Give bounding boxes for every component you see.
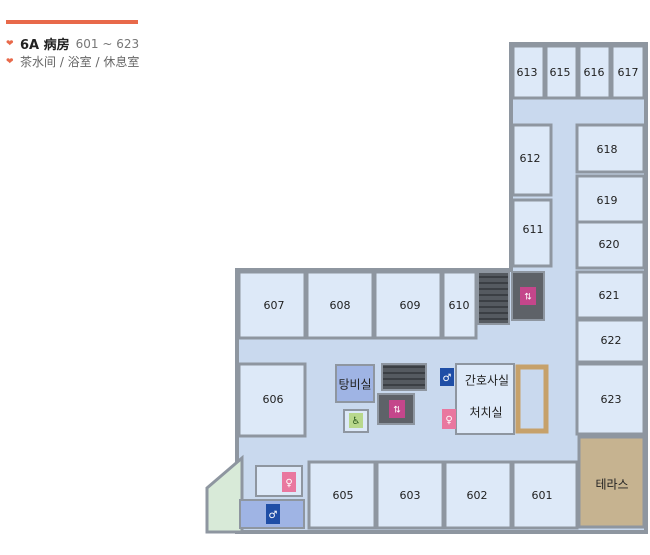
heart-icon: ❤: [6, 38, 14, 49]
svg-text:♂: ♂: [443, 373, 452, 384]
terrace-label: 테라스: [595, 478, 628, 492]
room-613[interactable]: [511, 44, 546, 100]
ward-name: 6A 病房: [20, 38, 70, 53]
nurse-station-label: 간호사실: [465, 374, 509, 388]
room-616[interactable]: [577, 44, 612, 100]
room-610[interactable]: [441, 270, 478, 340]
female-icon: ♀: [285, 478, 292, 489]
room-label-618: 618: [597, 143, 618, 156]
room-label-613: 613: [517, 66, 538, 79]
room-label-603: 603: [400, 489, 421, 502]
room-label-620: 620: [599, 238, 620, 251]
room-606[interactable]: [237, 362, 307, 438]
wheelchair-icon: ♿: [352, 416, 361, 427]
svg-text:♀: ♀: [445, 415, 452, 426]
room-609[interactable]: [373, 270, 443, 340]
room-611[interactable]: [511, 198, 553, 268]
room-label-617: 617: [618, 66, 639, 79]
legend-accent-bar: [6, 20, 138, 24]
svg-text:⇅: ⇅: [524, 293, 532, 303]
room-615[interactable]: [544, 44, 579, 100]
room-label-609: 609: [400, 299, 421, 312]
ward-range: 601 ~ 623: [75, 36, 140, 51]
restroom-women-icon: [442, 409, 456, 429]
room-label-606: 606: [263, 393, 284, 406]
room-618[interactable]: [575, 123, 646, 174]
room-605[interactable]: [307, 460, 377, 530]
room-label-611: 611: [523, 223, 544, 236]
room-603[interactable]: [375, 460, 445, 530]
treatment-room-label: 처치실: [469, 406, 502, 420]
room-label-622: 622: [601, 334, 622, 347]
room-602[interactable]: [443, 460, 513, 530]
room-617[interactable]: [610, 44, 646, 100]
room-label-616: 616: [584, 66, 605, 79]
room-608[interactable]: [305, 270, 375, 340]
elevator-icon-upper: [520, 287, 536, 305]
legend-facilities-row[interactable]: ❤ 茶水间 / 浴室 / 休息室: [6, 53, 139, 70]
room-label-601: 601: [532, 489, 553, 502]
terrace[interactable]: [577, 435, 646, 529]
room-label-608: 608: [330, 299, 351, 312]
elevator-icon-central: [389, 400, 405, 418]
room-623[interactable]: [575, 362, 646, 436]
facilities-label: 茶水间 / 浴室 / 休息室: [20, 55, 140, 69]
room-label-621: 621: [599, 289, 620, 302]
room-620[interactable]: [575, 220, 646, 270]
svg-text:⇅: ⇅: [393, 406, 401, 416]
heart-icon: ❤: [6, 56, 14, 67]
room-619[interactable]: [575, 174, 646, 226]
room-label-615: 615: [550, 66, 571, 79]
room-label-602: 602: [467, 489, 488, 502]
nurse-counter: [515, 364, 549, 434]
room-607[interactable]: [237, 270, 307, 340]
nurse-station[interactable]: [455, 363, 515, 435]
room-612[interactable]: [511, 123, 553, 197]
room-label-612: 612: [520, 152, 541, 165]
stairwell-upper: [477, 271, 510, 325]
room-621[interactable]: [575, 270, 646, 320]
pantry[interactable]: [335, 364, 375, 403]
legend-ward-row[interactable]: ❤ 6A 病房 601 ~ 623: [6, 34, 140, 54]
pantry-label: 탕비실: [338, 378, 371, 392]
male-icon: ♂: [269, 510, 278, 521]
stairwell-central: [381, 363, 427, 391]
room-label-610: 610: [449, 299, 470, 312]
room-label-619: 619: [597, 194, 618, 207]
room-label-623: 623: [601, 393, 622, 406]
room-label-607: 607: [264, 299, 285, 312]
entrance-wedge: [205, 454, 244, 534]
room-label-605: 605: [333, 489, 354, 502]
room-622[interactable]: [575, 318, 646, 364]
room-601[interactable]: [511, 460, 579, 530]
restroom-men-icon: [440, 368, 454, 386]
